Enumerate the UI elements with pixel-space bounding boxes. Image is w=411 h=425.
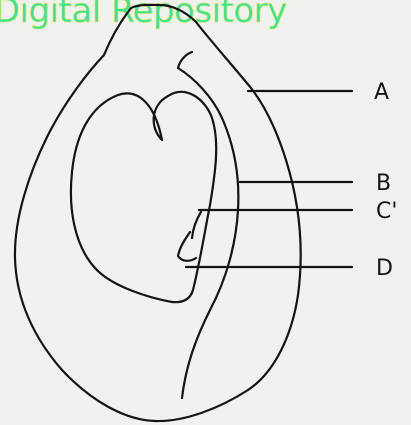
label-c: C'	[376, 199, 397, 224]
label-d: D	[376, 256, 393, 281]
label-a: A	[374, 80, 389, 105]
inner-seam-line-upper	[178, 52, 192, 68]
embryo-body	[71, 92, 216, 302]
label-b: B	[376, 171, 391, 196]
inner-seam-line	[178, 68, 238, 398]
micropyle-notch-inner	[192, 212, 201, 238]
outer-seed-outline	[15, 5, 301, 421]
